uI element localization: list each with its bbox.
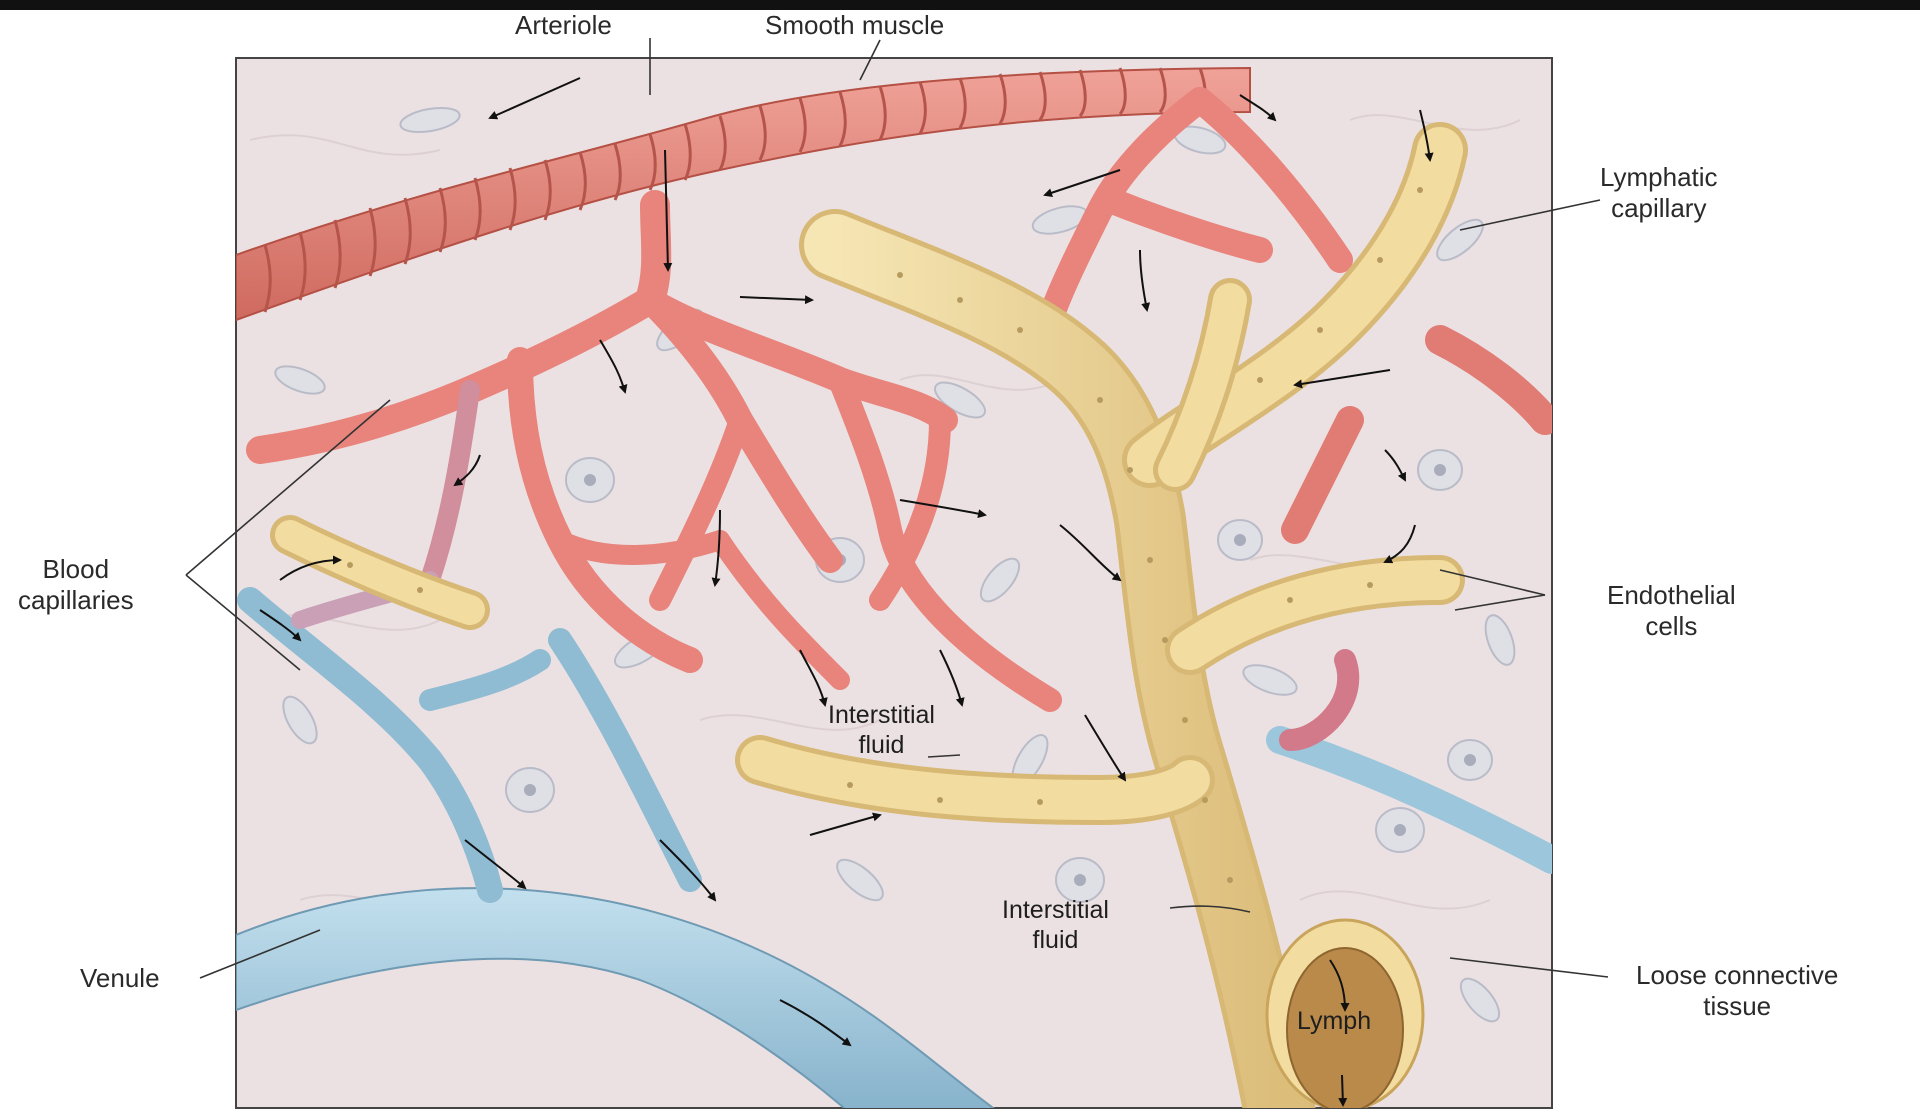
label-lymph: Lymph	[1297, 1006, 1371, 1036]
label-interstitial-fluid-lower: Interstitial fluid	[1002, 895, 1109, 955]
label-blood-capillaries: Blood capillaries	[18, 554, 134, 616]
label-arteriole: Arteriole	[515, 10, 612, 41]
label-endothelial-cells: Endothelial cells	[1607, 580, 1736, 642]
label-loose-connective-tissue: Loose connective tissue	[1636, 960, 1838, 1022]
label-venule: Venule	[80, 963, 160, 994]
label-interstitial-fluid-upper: Interstitial fluid	[828, 700, 935, 760]
label-lymphatic-capillary: Lymphatic capillary	[1600, 162, 1718, 224]
label-smooth-muscle: Smooth muscle	[765, 10, 944, 41]
